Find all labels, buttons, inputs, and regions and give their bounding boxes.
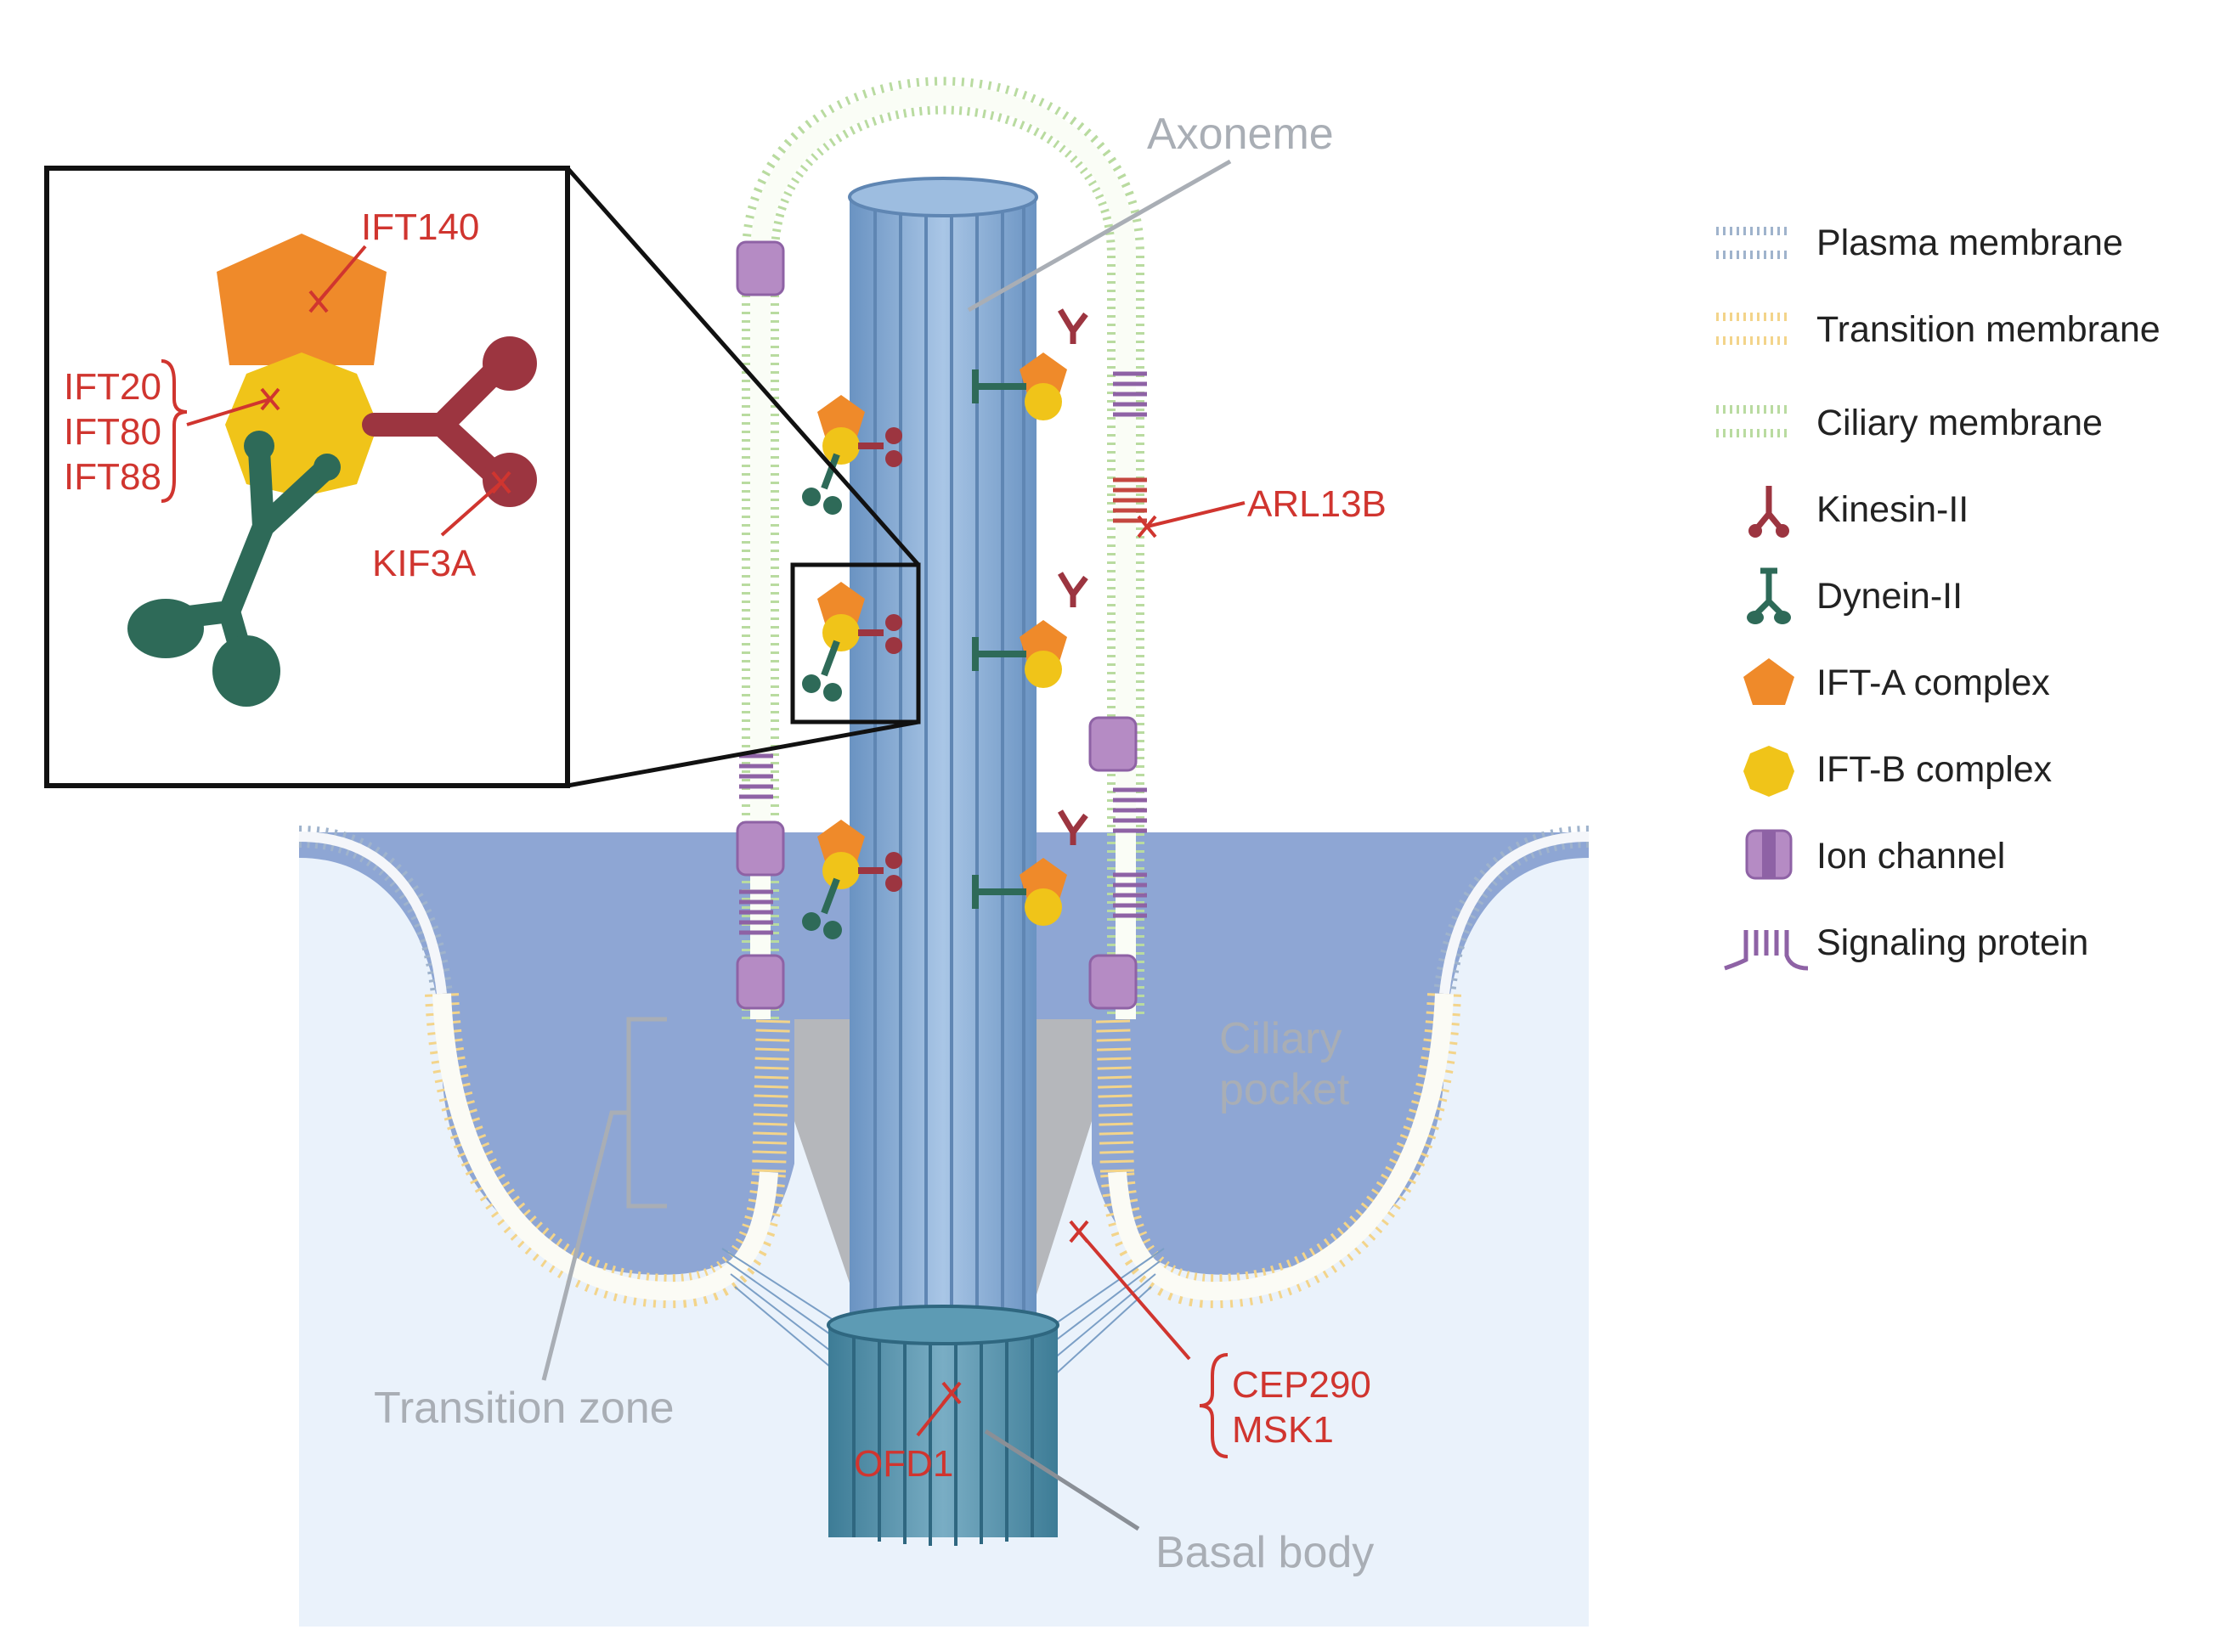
ift-a-complex-icon xyxy=(1743,658,1794,705)
legend-label-7: Ion channel xyxy=(1816,836,2005,877)
cep290-label: CEP290 xyxy=(1232,1364,1371,1406)
inset-ift-b-complex xyxy=(225,352,378,497)
arl13b-pointer xyxy=(1137,501,1246,538)
arl13b-label: ARL13B xyxy=(1247,483,1387,525)
basal-body-label: Basal body xyxy=(1155,1528,1374,1577)
cep290-pointer xyxy=(1069,1220,1229,1458)
legend-label-0: Plasma membrane xyxy=(1816,223,2123,263)
ciliary-membrane xyxy=(742,76,1144,1019)
plasma-membrane xyxy=(298,826,1590,995)
axoneme-label: Axoneme xyxy=(1147,110,1334,159)
ift-b-complex-icon xyxy=(1743,746,1794,797)
basal-body-leader xyxy=(984,1429,1140,1531)
ion-channels xyxy=(736,240,1138,1010)
legend-label-4: Dynein-II xyxy=(1816,576,1963,617)
legend-label-8: Signaling protein xyxy=(1816,922,2088,963)
msk1-label: MSK1 xyxy=(1232,1409,1334,1451)
ift20-label: IFT20 xyxy=(64,366,161,408)
legend-label-6: IFT-B complex xyxy=(1816,749,2053,790)
ciliary-pocket xyxy=(299,832,1589,1275)
signaling-proteins xyxy=(739,371,1147,935)
axoneme-leader xyxy=(967,159,1232,313)
legend: Plasma membrane Transition membrane Cili… xyxy=(1716,223,2161,971)
ift140-label: IFT140 xyxy=(361,206,479,248)
ift80-label: IFT80 xyxy=(64,411,161,453)
ciliary-membrane-icon xyxy=(1716,405,1791,437)
plasma-membrane-icon xyxy=(1716,227,1791,259)
dynein-ii-icon xyxy=(1747,567,1791,624)
axoneme xyxy=(848,177,1038,1350)
legend-label-1: Transition membrane xyxy=(1816,309,2161,350)
transition-membrane xyxy=(425,993,1461,1309)
ciliary-pocket-label-1: Ciliary xyxy=(1219,1014,1342,1063)
zoom-source-box xyxy=(790,562,921,725)
ift88-label: IFT88 xyxy=(64,456,161,498)
ofd1-pointer xyxy=(916,1381,962,1437)
ofd1-label: OFD1 xyxy=(854,1443,953,1485)
transition-zone-bracket xyxy=(541,1017,667,1381)
transition-membrane-icon xyxy=(1716,313,1791,345)
ciliary-pocket-label-2: pocket xyxy=(1219,1065,1350,1114)
transition-zone-label: Transition zone xyxy=(374,1384,675,1433)
legend-label-2: Ciliary membrane xyxy=(1816,403,2103,443)
ift-trains-left xyxy=(802,395,902,939)
ion-channel-icon xyxy=(1745,829,1793,880)
ift-trains-right xyxy=(972,308,1088,926)
kinesin-ii-icon xyxy=(1748,486,1789,538)
legend-label-5: IFT-A complex xyxy=(1816,662,2050,703)
signaling-protein-icon xyxy=(1724,930,1809,971)
kif3a-label: KIF3A xyxy=(372,543,477,584)
basal-body xyxy=(827,1305,1059,1546)
inset-panel xyxy=(44,166,570,788)
inset-ift-a-complex xyxy=(217,234,387,365)
legend-label-3: Kinesin-II xyxy=(1816,489,1969,530)
transition-fibers xyxy=(721,1248,1165,1377)
